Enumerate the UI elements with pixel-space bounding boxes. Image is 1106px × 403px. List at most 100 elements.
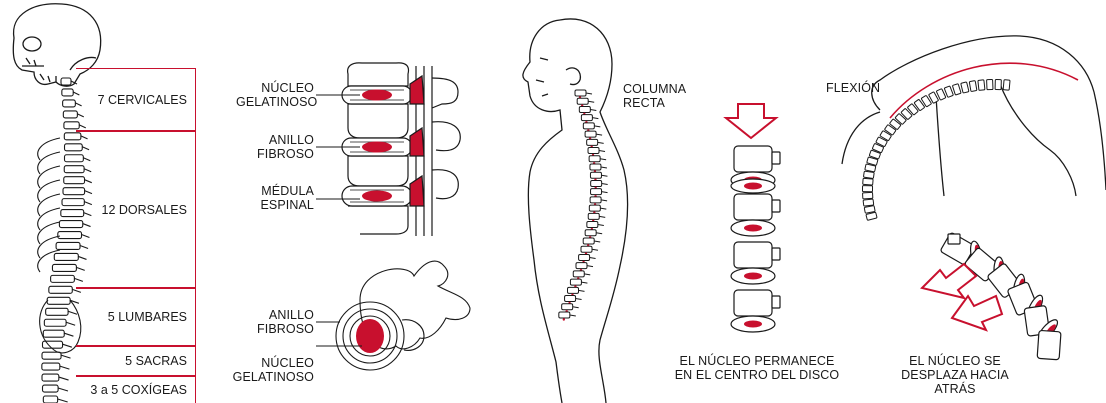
profile-process [576, 299, 582, 300]
profile-vertebra [579, 254, 590, 260]
profile-process [590, 109, 596, 110]
skeleton-vertebra [52, 264, 76, 271]
profile-process [590, 257, 596, 258]
skeleton-vertebra [44, 319, 66, 326]
skeleton-rib [38, 166, 60, 188]
profile-vertebra [590, 172, 601, 178]
profile-vertebra [583, 238, 594, 244]
skeleton-process [63, 344, 72, 347]
profile-process [573, 307, 579, 308]
straight-nucleus [744, 321, 762, 328]
label-columna-recta: COLUMNA RECTA [623, 82, 703, 110]
push-arrow-right-icon [952, 296, 1002, 330]
profile-process [581, 282, 587, 283]
profile-vertebra [585, 131, 596, 137]
profile-disc-dot [563, 318, 565, 320]
skeleton-vertebra [62, 89, 73, 96]
flex-vertebra [862, 186, 872, 192]
region-sacral-label: 5 SACRAS [125, 354, 187, 368]
profile-vertebra [581, 246, 592, 252]
straight-nucleus [744, 183, 762, 190]
skeleton-rib [38, 138, 60, 160]
label-flexion: FLEXIÓN [826, 81, 886, 95]
profile-process [594, 126, 600, 127]
profile-vertebra [579, 106, 590, 112]
profile-vertebra [570, 279, 581, 285]
straight-column [731, 146, 780, 332]
human-profile-figure [523, 19, 628, 403]
skeleton-vertebra [51, 275, 75, 282]
profile-process [600, 159, 606, 160]
profile-vertebra [588, 213, 599, 219]
straight-vertebra [734, 146, 772, 172]
skeleton-rib [38, 152, 60, 174]
profile-vertebra [576, 263, 587, 269]
push-arrow-left-icon [922, 264, 976, 298]
skeleton-vertebra [61, 78, 71, 85]
skeleton-vertebra [43, 330, 64, 337]
profile-vertebra [589, 205, 600, 211]
skeleton-vertebra [49, 286, 72, 293]
profile-process [586, 93, 592, 94]
curved-process [948, 234, 960, 244]
profile-spine [559, 90, 608, 321]
profile-process [594, 241, 600, 242]
skeleton-vertebra [47, 297, 70, 304]
straight-process [772, 152, 780, 164]
profile-process [592, 249, 598, 250]
flexion-spine [862, 63, 1078, 220]
skeleton-vertebra [54, 253, 78, 260]
skeleton-rib [38, 208, 60, 230]
caption-back: EL NÚCLEO SE DESPLAZA HACIA ATRÁS [880, 354, 1030, 396]
profile-process [587, 266, 593, 267]
label-nucleo-side: NÚCLEO GELATINOSO [236, 81, 314, 109]
profile-process [602, 183, 608, 184]
skeleton-process [60, 366, 70, 369]
skeleton-vertebra [42, 363, 60, 370]
profile-process [598, 142, 604, 143]
profile-process [598, 225, 604, 226]
label-anillo-top: ANILLO FIBROSO [236, 308, 314, 336]
region-cervical: 7 CERVICALES [76, 68, 196, 131]
flex-vertebra [863, 171, 874, 178]
profile-vertebra [583, 123, 594, 129]
region-dorsal-label: 12 DORSALES [102, 203, 187, 217]
disc-side-view [316, 63, 460, 236]
flex-vertebra [987, 79, 993, 89]
profile-vertebra [562, 304, 573, 310]
skeleton-rib [38, 194, 60, 216]
straight-vertebra [734, 194, 772, 220]
straight-nucleus [744, 273, 762, 280]
flex-vertebra [952, 84, 961, 95]
skeleton-process [58, 388, 68, 391]
flex-vertebra [978, 80, 985, 91]
flex-vertebra [864, 206, 875, 214]
profile-vertebra [577, 98, 588, 104]
profile-process [599, 151, 605, 152]
straight-process [772, 248, 780, 260]
profile-vertebra [575, 90, 586, 96]
flex-vertebra [863, 178, 873, 185]
profile-vertebra [587, 222, 598, 228]
skeleton-process [61, 355, 70, 358]
skeleton-vertebra [46, 308, 68, 315]
profile-process [600, 208, 606, 209]
curved-vertebra [1037, 330, 1061, 359]
profile-process [601, 200, 607, 201]
straight-vertebra [734, 290, 772, 316]
profile-vertebra [591, 189, 602, 195]
profile-process [596, 233, 602, 234]
caption-center: EL NÚCLEO PERMANECE EN EL CENTRO DEL DIS… [672, 354, 842, 382]
profile-vertebra [590, 197, 601, 203]
region-coccyx: 3 a 5 COXÍGEAS [76, 376, 196, 403]
profile-vertebra [587, 139, 598, 145]
region-lumbar: 5 LUMBARES [76, 288, 196, 346]
profile-vertebra [559, 312, 570, 318]
region-cervical-label: 7 CERVICALES [98, 93, 187, 107]
profile-process [599, 216, 605, 217]
flex-vertebra [944, 86, 953, 97]
flex-vertebra [1003, 80, 1010, 91]
profile-process [570, 315, 576, 316]
profile-process [588, 101, 594, 102]
